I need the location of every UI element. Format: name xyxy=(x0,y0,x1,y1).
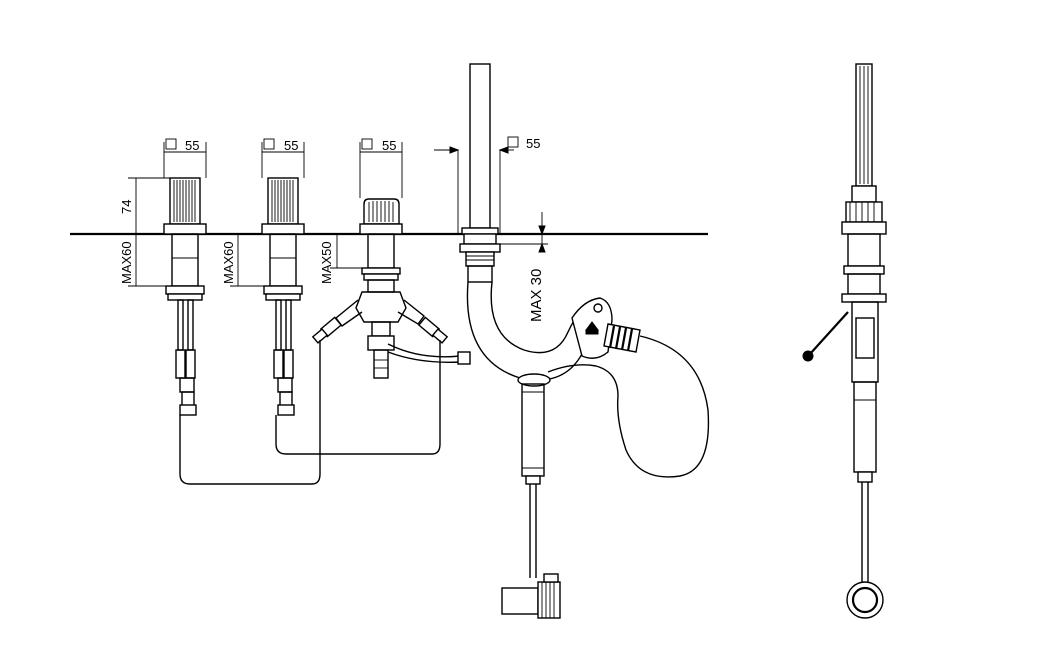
hose-assembly xyxy=(387,281,710,619)
square-symbol-icon xyxy=(361,138,373,150)
square-symbol-icon xyxy=(507,136,519,148)
dim-height-74: 74 xyxy=(119,200,134,214)
spout-holder: 55 MAX 30 xyxy=(434,63,548,322)
diverter: 55 MAX50 xyxy=(311,138,449,379)
dim-max60-1: MAX60 xyxy=(119,241,134,284)
dim-max30: MAX 30 xyxy=(528,269,545,322)
connection-pipes xyxy=(179,340,441,485)
dim-square-1: 55 xyxy=(185,138,199,153)
square-symbol-icon xyxy=(263,138,275,150)
dim-max50: MAX50 xyxy=(319,241,334,284)
dim-square-4: 55 xyxy=(526,136,540,151)
dim-max60-2: MAX60 xyxy=(221,241,236,284)
side-view xyxy=(802,63,887,619)
valve-1: 55 74 MAX60 xyxy=(119,138,207,416)
valve-2: 55 MAX60 xyxy=(221,138,305,416)
square-symbol-icon xyxy=(165,138,177,150)
dim-square-3: 55 xyxy=(382,138,396,153)
dim-square-2: 55 xyxy=(284,138,298,153)
